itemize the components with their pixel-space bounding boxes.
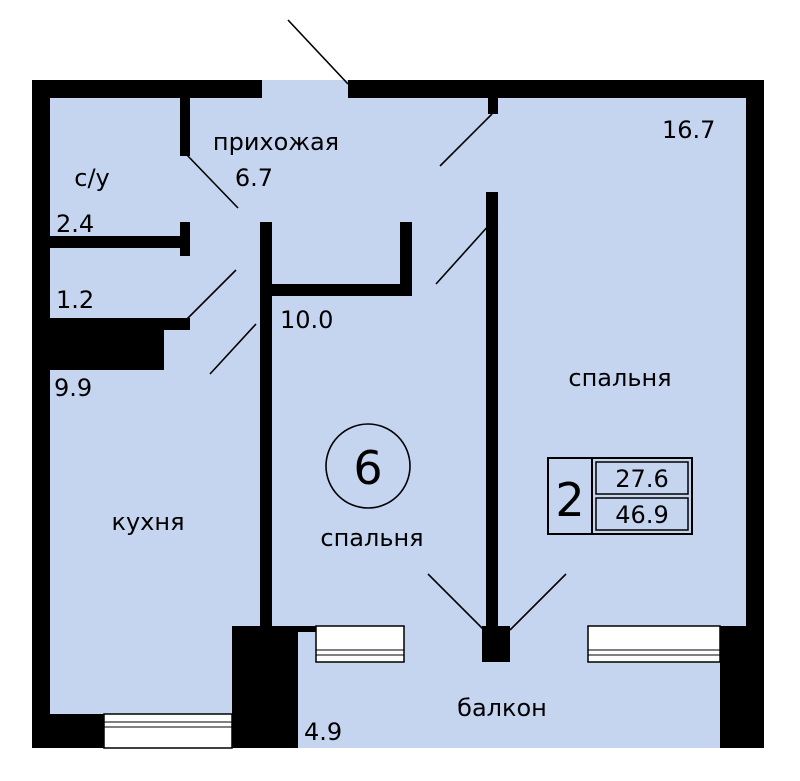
wall-kitchen-inner-post [180, 318, 190, 330]
door-entrance [287, 19, 349, 85]
living-area: 27.6 [615, 465, 668, 493]
wall-bedrooms-bottom-post [482, 626, 510, 662]
wall-toilet-door-post [180, 222, 190, 256]
kitchen-area: 9.9 [54, 374, 92, 402]
wall-kitchen-balcony [232, 626, 298, 748]
wall-kitchen-top [48, 318, 164, 370]
toilet-area: 1.2 [56, 286, 94, 314]
outer-wall-top-left [32, 80, 262, 98]
bedroom-middle-name: спальня [320, 524, 423, 552]
kitchen-name: кухня [111, 508, 184, 536]
outer-wall-right [746, 80, 764, 630]
window-bedroom-right [587, 625, 721, 663]
hallway-name: прихожая [213, 128, 339, 156]
balcony-name: балкон [457, 694, 547, 722]
bedroom-middle-area: 10.0 [280, 306, 333, 334]
rooms-count: 2 [555, 473, 584, 527]
wall-right-bedroom-door-post [488, 98, 498, 114]
bedroom-right-name: спальня [568, 364, 671, 392]
wall-bathroom-right [180, 98, 190, 156]
wall-kitchen-right [260, 222, 272, 628]
window-bedroom-middle [315, 625, 405, 663]
apartment-number-marker: 6 [325, 423, 411, 509]
outer-wall-bottom-left [32, 714, 104, 748]
outer-wall-top-right [348, 80, 764, 98]
wall-middle-top [260, 284, 412, 296]
balcony-area: 4.9 [304, 718, 342, 746]
wall-right-bottom [720, 626, 764, 748]
wall-bathroom-bottom [48, 236, 190, 248]
door-bathroom [185, 153, 239, 209]
area-summary-box: 2 27.6 46.9 [547, 457, 693, 535]
door-toilet [185, 269, 237, 321]
bathroom-name: с/у [74, 164, 109, 192]
kitchen-fill [48, 372, 234, 714]
bathroom-area: 2.4 [56, 210, 94, 238]
door-kitchen [209, 323, 257, 375]
door-balcony-left [427, 573, 485, 631]
total-area: 46.9 [615, 501, 668, 529]
outer-wall-left [32, 80, 50, 748]
entrance-gap-fill [262, 80, 348, 100]
wall-under-middle-window [270, 626, 316, 632]
window-kitchen [103, 713, 233, 749]
wall-between-bedrooms [486, 192, 498, 632]
bedroom-right-area: 16.7 [662, 116, 715, 144]
door-bedroom-middle [435, 223, 491, 285]
door-balcony-right [509, 573, 567, 631]
wall-middle-top-post [400, 222, 412, 296]
door-bedroom-right [439, 113, 493, 167]
apartment-number: 6 [353, 441, 382, 495]
hallway-area: 6.7 [235, 164, 273, 192]
